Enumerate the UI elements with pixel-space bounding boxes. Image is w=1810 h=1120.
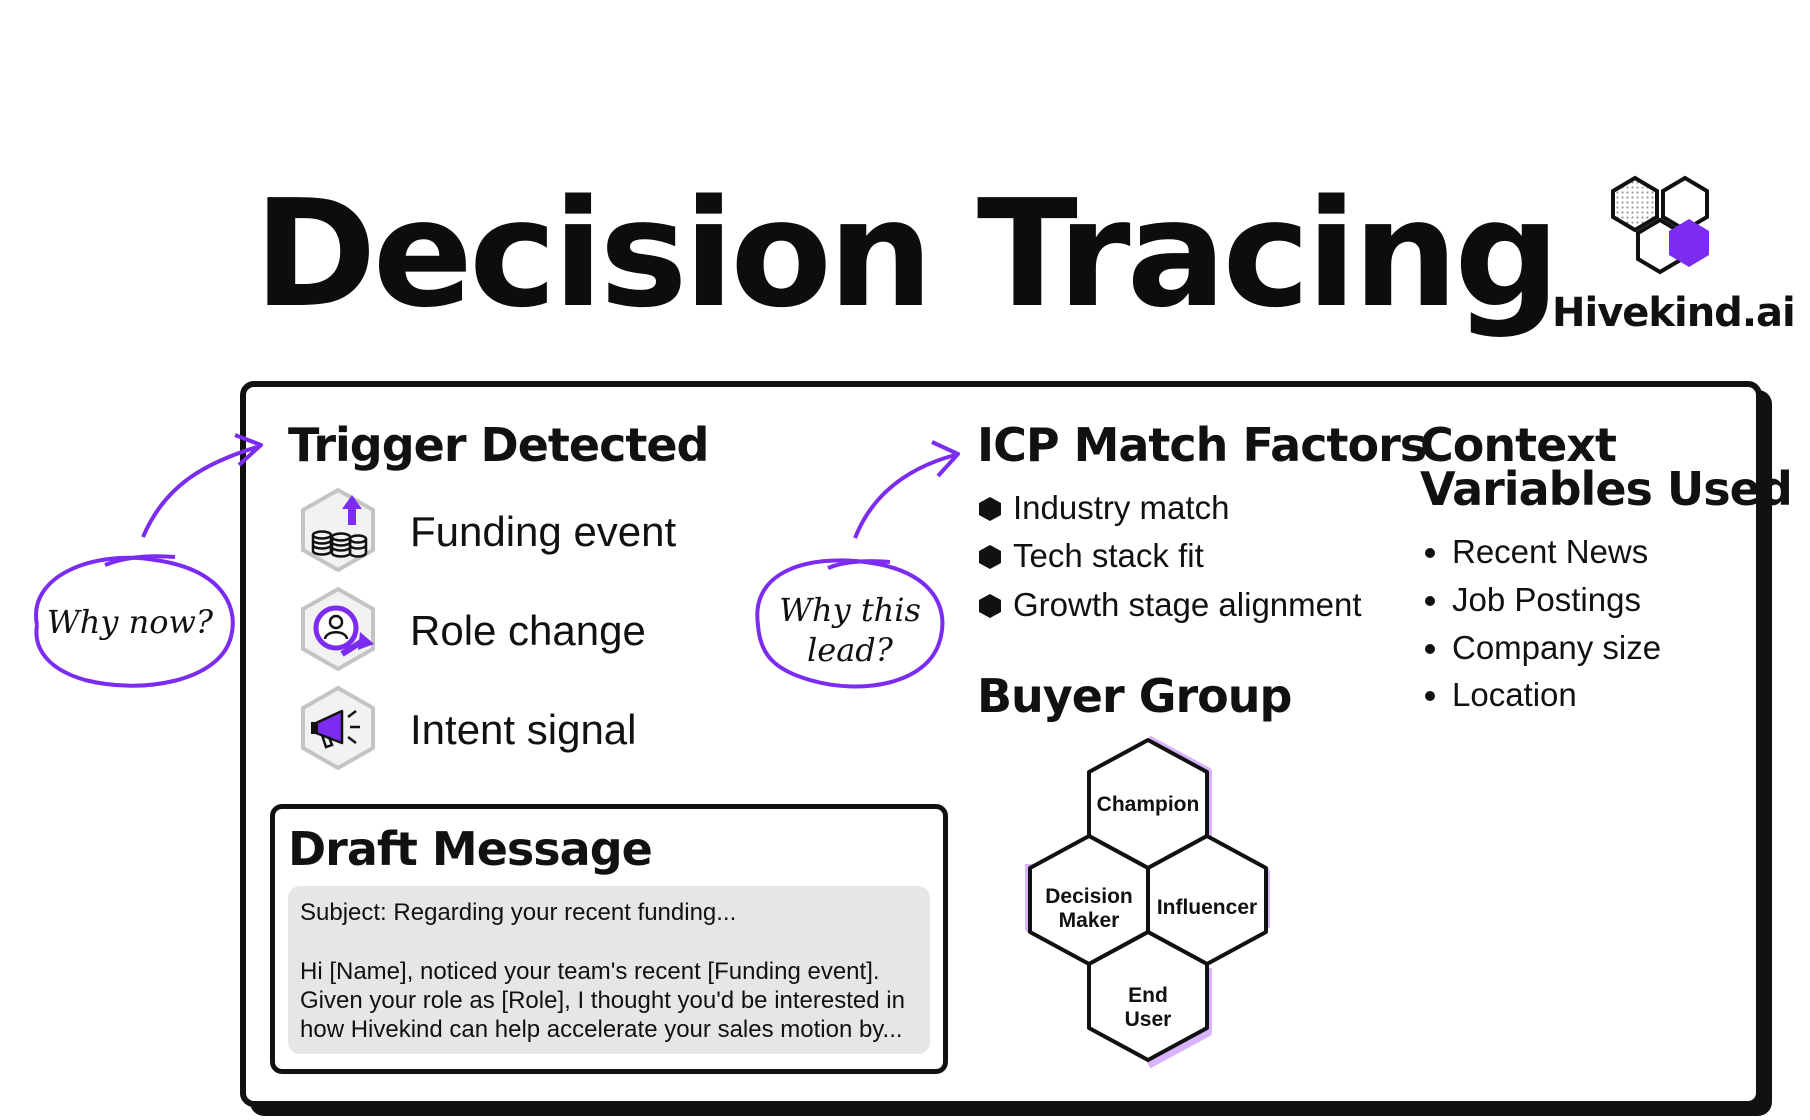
bullet-dot	[1425, 644, 1435, 654]
trigger-item-role: Role change	[410, 607, 646, 654]
hex-decision-maker-line1: Decision	[1045, 885, 1133, 908]
hex-end-user-line1: End	[1128, 984, 1168, 1007]
hivekind-logo	[1611, 175, 1709, 275]
context-heading-line2: Variables Used	[1420, 462, 1793, 516]
bullet-dot	[1425, 596, 1435, 606]
why-this-lead-note-line2: lead?	[807, 631, 893, 669]
draft-body-line1: Hi [Name], noticed your team's recent [F…	[300, 958, 880, 985]
draft-message-body	[288, 886, 930, 1054]
bullet-dot	[1425, 691, 1435, 701]
hex-end-user-line2: User	[1124, 1008, 1172, 1031]
hex-influencer: Influencer	[1156, 896, 1258, 919]
money-stack-icon	[301, 487, 375, 573]
trigger-heading: Trigger Detected	[288, 418, 709, 472]
trigger-item-intent: Intent signal	[410, 706, 637, 753]
hex-decision-maker-line2: Maker	[1058, 909, 1120, 932]
bullet-dot	[1425, 548, 1435, 558]
context-heading-line1: Context	[1420, 418, 1617, 472]
why-this-lead-note-line1: Why this	[779, 591, 921, 629]
buyer-group-heading: Buyer Group	[977, 669, 1292, 723]
context-item-jobs: Job Postings	[1452, 581, 1641, 618]
draft-body-line3: how Hivekind can help accelerate your sa…	[300, 1016, 903, 1043]
page-title: Decision Tracing	[253, 168, 1560, 340]
icp-item-tech: Tech stack fit	[1013, 537, 1204, 574]
hexagon-bullet-icon	[979, 545, 1001, 569]
trigger-item-funding: Funding event	[410, 508, 677, 555]
draft-body-line2: Given your role as [Role], I thought you…	[300, 987, 905, 1014]
context-item-size: Company size	[1452, 629, 1662, 666]
hex-champion: Champion	[1096, 793, 1200, 816]
icp-heading: ICP Match Factors	[977, 418, 1427, 472]
why-now-annotation	[34, 433, 263, 688]
why-now-note: Why now?	[46, 603, 214, 641]
hexagon-bullet-icon	[979, 497, 1001, 521]
person-swap-icon	[301, 586, 375, 672]
context-item-news: Recent News	[1452, 533, 1649, 570]
icp-item-industry: Industry match	[1013, 489, 1230, 526]
buyer-group-hex-diagram	[1025, 735, 1270, 1069]
draft-subject: Subject: Regarding your recent funding..…	[300, 899, 737, 926]
why-this-lead-annotation	[755, 440, 960, 689]
hexagon-bullet-icon	[979, 594, 1001, 618]
icp-item-growth: Growth stage alignment	[1013, 586, 1362, 623]
brand-name: Hivekind.ai	[1552, 290, 1796, 336]
context-item-location: Location	[1452, 676, 1577, 713]
megaphone-icon	[301, 685, 375, 771]
draft-heading: Draft Message	[288, 822, 653, 876]
